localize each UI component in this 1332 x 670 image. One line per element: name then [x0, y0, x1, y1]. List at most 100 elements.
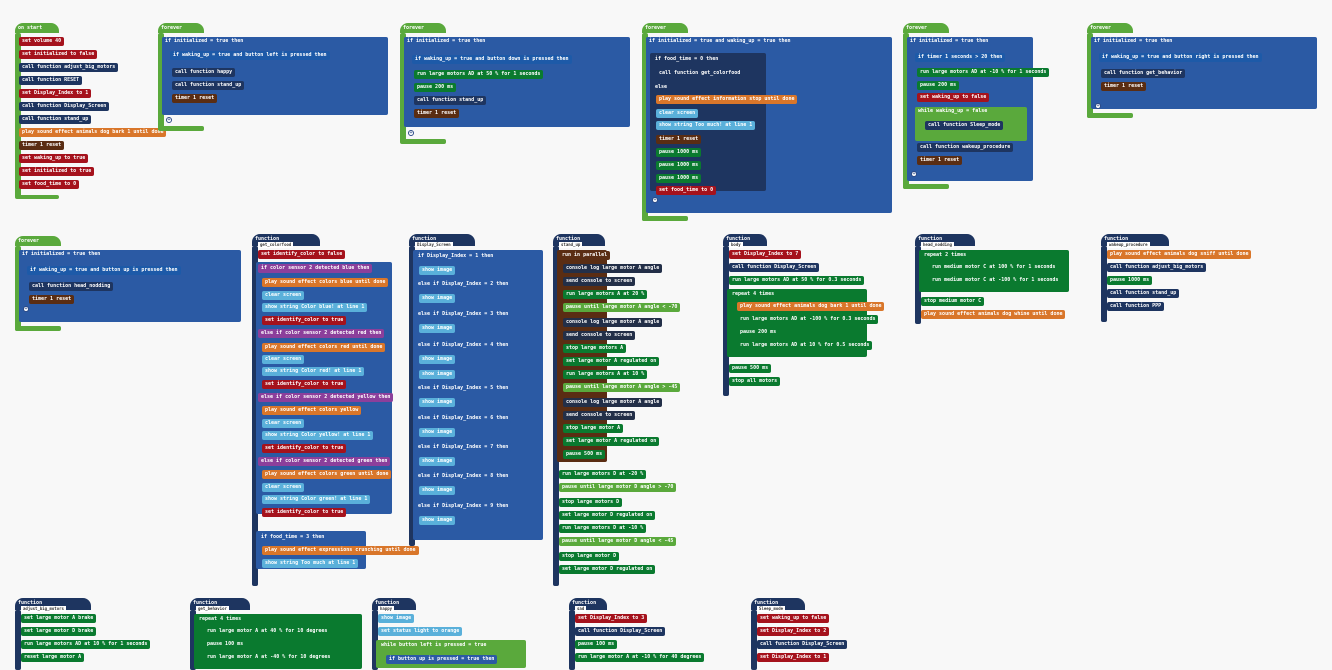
- code-row[interactable]: stop all motors: [729, 377, 781, 386]
- code-row[interactable]: repeat 2 times: [921, 251, 970, 260]
- code-row[interactable]: play sound effect colors blue until done: [262, 278, 389, 287]
- set-row[interactable]: set waking_up to false: [917, 93, 990, 102]
- code-row[interactable]: else if Display_Index = 7 then: [415, 443, 512, 452]
- code-row[interactable]: else if color sensor 2 detected green th…: [258, 457, 391, 466]
- function-name-field[interactable]: Sleep_mode: [757, 606, 786, 612]
- function-hat[interactable]: functionSleep_mode: [751, 598, 805, 612]
- code-row[interactable]: clear screen: [262, 355, 305, 364]
- code-row[interactable]: stop medium motor C: [921, 297, 985, 306]
- code-row[interactable]: play sound effect colors red until done: [262, 343, 386, 352]
- code-row[interactable]: set large motor D regulated on: [559, 511, 656, 520]
- code-row[interactable]: run large motor A at -10 % for 40 degree…: [575, 653, 705, 662]
- code-row[interactable]: play sound effect expressions crunching …: [262, 546, 419, 555]
- code-row[interactable]: show image: [419, 324, 456, 333]
- code-row[interactable]: send console to screen: [563, 331, 636, 340]
- code-row[interactable]: if button up is pressed = true then: [386, 655, 498, 664]
- code-row[interactable]: call function Display_Screen: [757, 640, 848, 649]
- code-row[interactable]: send console to screen: [563, 411, 636, 420]
- code-row[interactable]: show string Color yellow! at line 1: [262, 431, 374, 440]
- timer-row[interactable]: timer 1 reset: [172, 94, 218, 103]
- if-condition-row[interactable]: if initialized = true then: [162, 37, 247, 46]
- code-row[interactable]: else if color sensor 2 detected yellow t…: [258, 393, 394, 402]
- code-row[interactable]: repeat 4 times: [729, 290, 778, 299]
- code-row[interactable]: show image: [419, 370, 456, 379]
- function-name-field[interactable]: get_colorfood: [258, 242, 294, 248]
- code-row[interactable]: set large motor A brake: [21, 614, 97, 623]
- code-row[interactable]: set large motor A regulated on: [563, 357, 660, 366]
- on-start-row[interactable]: call function stand_up: [19, 115, 92, 124]
- function-name-field[interactable]: head_nodding: [921, 242, 954, 248]
- code-row[interactable]: show image: [419, 294, 456, 303]
- code-row[interactable]: send console to screen: [563, 277, 636, 286]
- code-row[interactable]: play sound effect colors yellow: [262, 406, 362, 415]
- on-start-row[interactable]: call function RESET: [19, 76, 83, 85]
- code-row[interactable]: clear screen: [262, 483, 305, 492]
- code-row[interactable]: pause 100 ms: [575, 640, 618, 649]
- if-condition-row[interactable]: if waking_up = true and button left is p…: [170, 51, 330, 60]
- code-row[interactable]: run large motors AD at 10 % for 0.5 seco…: [737, 341, 873, 350]
- code-row[interactable]: console log large motor A angle: [563, 264, 663, 273]
- function-hat[interactable]: functionadjust_big_motors: [15, 598, 91, 612]
- code-row[interactable]: run medium motor C at 100 % for 1 second…: [929, 263, 1059, 272]
- code-row[interactable]: else if Display_Index = 5 then: [415, 384, 512, 393]
- code-row[interactable]: else if Display_Index = 3 then: [415, 310, 512, 319]
- function-name-field[interactable]: stand_up: [559, 242, 583, 248]
- code-row[interactable]: play sound effect animals dog bark 1 unt…: [737, 302, 885, 311]
- on-start-row[interactable]: call function adjust_big_motors: [19, 63, 119, 72]
- forever-hat[interactable]: forever: [642, 23, 688, 33]
- function-hat[interactable]: functionDisplay_Screen: [409, 234, 475, 248]
- function-hat[interactable]: functionhappy: [372, 598, 416, 612]
- code-row[interactable]: play sound effect animals dog sniff unti…: [1107, 250, 1252, 259]
- code-row[interactable]: stop large motor A: [563, 424, 624, 433]
- code-row[interactable]: run in parallel: [559, 251, 611, 260]
- code-row[interactable]: set Display_Index to 7: [729, 250, 802, 259]
- on-start-row[interactable]: set food_time to 0: [19, 180, 80, 189]
- code-row[interactable]: show image: [419, 428, 456, 437]
- add-plus-icon[interactable]: +: [166, 117, 172, 123]
- forever-hat[interactable]: forever: [1087, 23, 1133, 33]
- code-row[interactable]: show image: [419, 486, 456, 495]
- code-row[interactable]: show image: [419, 398, 456, 407]
- pause-row[interactable]: pause 1000 ms: [656, 148, 702, 157]
- code-row[interactable]: show image: [419, 516, 456, 525]
- on-start-hat[interactable]: on start: [15, 23, 59, 33]
- on-start-row[interactable]: set waking_up to true: [19, 154, 89, 163]
- code-row[interactable]: pause 500 ms: [729, 364, 772, 373]
- code-row[interactable]: show string Color blue! at line 1: [262, 303, 368, 312]
- string-row[interactable]: show string Too much! at line 1: [656, 121, 756, 130]
- code-row[interactable]: pause until large motor A angle > -45: [563, 383, 681, 392]
- on-start-row[interactable]: set initialized to false: [19, 50, 98, 59]
- function-hat[interactable]: functionget_colorfood: [252, 234, 320, 248]
- code-row[interactable]: stop large motor D: [559, 552, 620, 561]
- forever-hat[interactable]: forever: [15, 236, 61, 246]
- code-row[interactable]: play sound effect colors green until don…: [262, 470, 392, 479]
- code-row[interactable]: set large motor A regulated on: [563, 437, 660, 446]
- code-row[interactable]: set identify_color to true: [262, 316, 347, 325]
- code-row[interactable]: clear screen: [262, 291, 305, 300]
- code-row[interactable]: show image: [419, 457, 456, 466]
- else-row[interactable]: else: [652, 83, 671, 92]
- function-hat[interactable]: functionstand_up: [553, 234, 605, 248]
- code-row[interactable]: play sound effect animals dog whine unti…: [921, 310, 1066, 319]
- code-row[interactable]: call function adjust_big_motors: [1107, 263, 1207, 272]
- function-name-field[interactable]: get_behavior: [196, 606, 229, 612]
- function-name-field[interactable]: wakeup_procedure: [1107, 242, 1150, 248]
- code-row[interactable]: repeat 4 times: [196, 615, 245, 624]
- add-plus-icon[interactable]: +: [911, 171, 917, 177]
- call-row[interactable]: call function get_behavior: [1101, 69, 1186, 78]
- function-name-field[interactable]: sad: [575, 606, 587, 612]
- if-condition-row[interactable]: if initialized = true then: [1091, 37, 1176, 46]
- code-row[interactable]: pause until large motor D angle > -70: [559, 483, 677, 492]
- if-condition-row[interactable]: if initialized = true then: [404, 37, 489, 46]
- code-row[interactable]: pause 500 ms: [563, 450, 606, 459]
- call-row[interactable]: call function stand_up: [172, 81, 245, 90]
- code-row[interactable]: else if Display_Index = 4 then: [415, 341, 512, 350]
- code-row[interactable]: run large motor A at 40 % for 10 degrees: [204, 627, 331, 636]
- code-row[interactable]: console log large motor A angle: [563, 318, 663, 327]
- on-start-row[interactable]: set initialized to true: [19, 167, 95, 176]
- pause-row[interactable]: pause 200 ms: [414, 83, 457, 92]
- function-hat[interactable]: functionwakeup_procedure: [1101, 234, 1169, 248]
- pause-row[interactable]: pause 1000 ms: [656, 174, 702, 183]
- on-start-row[interactable]: set volume 40: [19, 37, 65, 46]
- if-condition-row[interactable]: if waking_up = true and button right is …: [1099, 53, 1262, 62]
